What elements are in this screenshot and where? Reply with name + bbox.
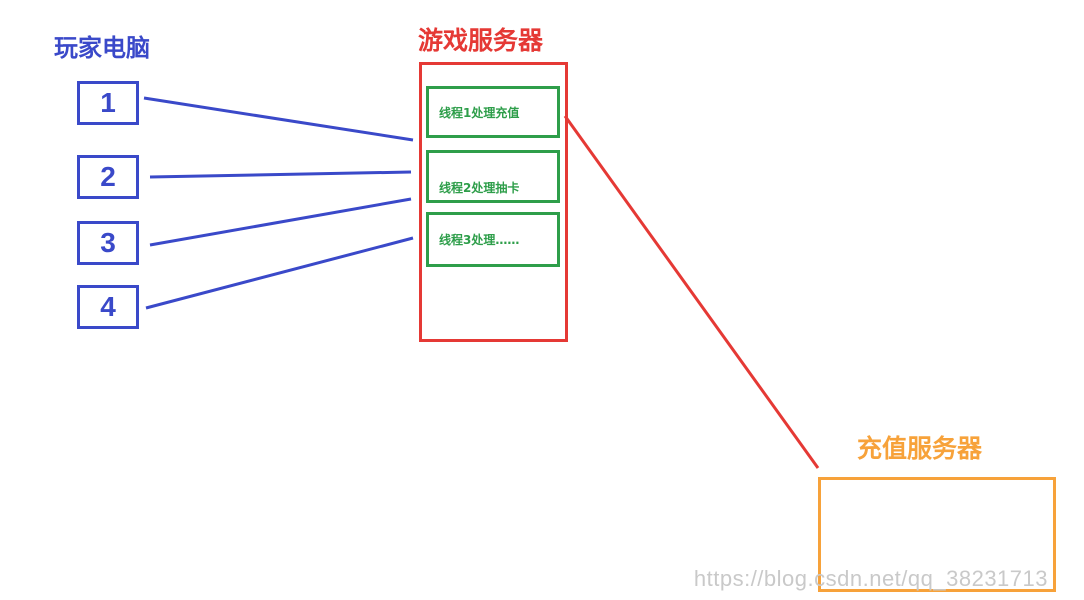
watermark-text: https://blog.csdn.net/qq_38231713 <box>693 566 1048 591</box>
pc2-connection-line <box>149 170 412 179</box>
thread-1-box: 线程1处理充值 <box>426 86 560 138</box>
thread-2-box: 线程2处理抽卡 <box>426 150 560 203</box>
player-pc-3: 3 <box>77 221 139 265</box>
player-pc-1: 1 <box>77 81 139 125</box>
recharge-server-title: 充值服务器 <box>857 434 983 463</box>
thread-3-label: 线程3处理…… <box>439 233 520 247</box>
thread-2-label: 线程2处理抽卡 <box>439 181 520 195</box>
player-pc-4: 4 <box>77 285 139 329</box>
pc4-connection-line <box>145 236 414 310</box>
game-server-title: 游戏服务器 <box>418 26 544 55</box>
player-pc-2: 2 <box>77 155 139 199</box>
thread-3-box: 线程3处理…… <box>426 212 560 267</box>
thread-1-label: 线程1处理充值 <box>439 105 520 120</box>
recharge-server-box <box>818 477 1056 592</box>
pc3-connection-line <box>149 197 412 247</box>
game-server-box <box>419 62 568 342</box>
pc1-connection-line <box>143 96 414 142</box>
player-pcs-title: 玩家电脑 <box>54 34 150 62</box>
recharge-connection-line <box>563 115 820 469</box>
